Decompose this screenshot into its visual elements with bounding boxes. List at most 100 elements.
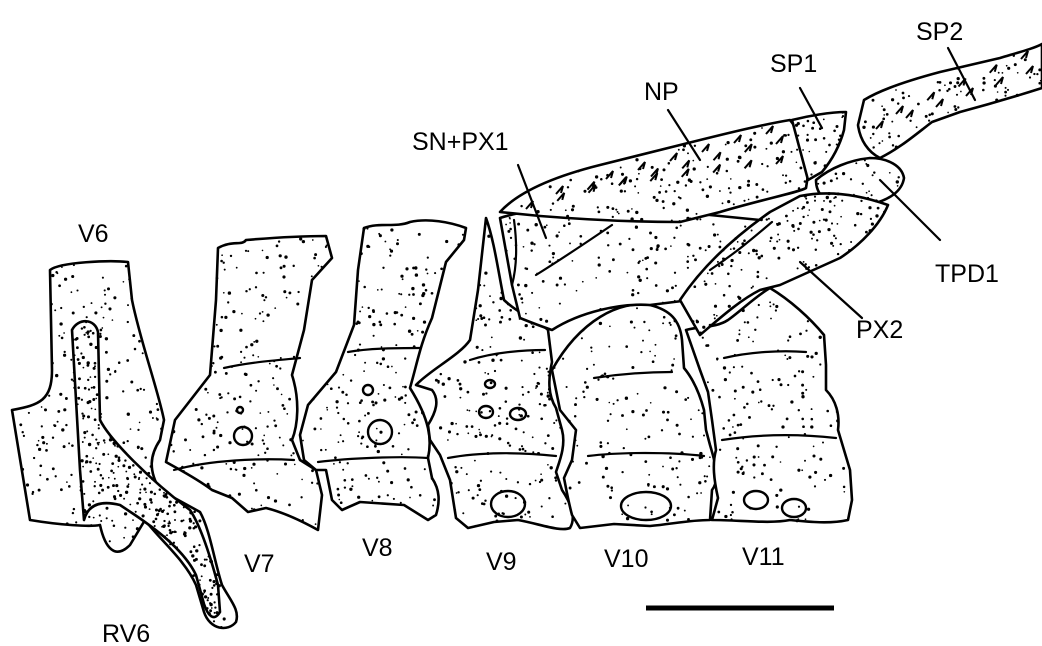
stipple-dot <box>630 320 633 323</box>
tpd1-leader <box>880 180 940 240</box>
stipple-dot <box>414 266 417 269</box>
stipple-dot <box>823 200 825 202</box>
stipple-dot <box>550 209 552 211</box>
stipple-dot <box>886 113 889 116</box>
stipple-dot <box>618 213 620 215</box>
stipple-dot <box>195 549 198 552</box>
stipple-dot <box>540 417 543 420</box>
stipple-dot <box>872 99 875 102</box>
stipple-dot <box>128 483 130 485</box>
stipple-dot <box>424 468 426 470</box>
stipple-dot <box>100 474 103 477</box>
stipple-dot <box>193 510 196 513</box>
stipple-dot <box>527 511 530 514</box>
stipple-dot <box>855 162 857 164</box>
stipple-dot <box>344 486 346 488</box>
stipple-dot <box>206 607 208 609</box>
stipple-dot <box>147 472 150 475</box>
stipple-dot <box>57 410 60 413</box>
stipple-dot <box>70 359 72 361</box>
stipple-dot <box>445 240 448 243</box>
stipple-dot <box>413 345 416 348</box>
stipple-dot <box>552 202 554 204</box>
stipple-dot <box>450 482 453 485</box>
stipple-dot <box>400 293 402 295</box>
stipple-dot <box>693 320 695 322</box>
stipple-dot <box>359 344 361 346</box>
stipple-dot <box>213 620 215 622</box>
stipple-dot <box>717 261 719 263</box>
stipple-dot <box>718 265 720 267</box>
stipple-dot <box>359 401 362 404</box>
stipple-dot <box>128 466 131 469</box>
stipple-dot <box>405 267 408 270</box>
stipple-dot <box>683 144 686 147</box>
stipple-dot <box>545 320 548 323</box>
stipple-dot <box>519 336 522 339</box>
stipple-dot <box>719 246 722 249</box>
stipple-dot <box>290 454 292 456</box>
stipple-dot <box>221 316 224 319</box>
stipple-dot <box>245 373 248 376</box>
stipple-dot <box>169 501 172 504</box>
stipple-dot <box>457 243 460 246</box>
stipple-dot <box>532 451 534 453</box>
stipple-dot <box>333 463 335 465</box>
stipple-dot <box>432 505 434 507</box>
stipple-dot <box>39 474 41 476</box>
stipple-dot <box>807 215 809 217</box>
stipple-dot <box>97 468 100 471</box>
stipple-dot <box>815 352 818 355</box>
stipple-dot <box>405 306 407 308</box>
stipple-dot <box>379 323 382 326</box>
stipple-dot <box>378 321 381 324</box>
stipple-dot <box>539 318 542 321</box>
stipple-dot <box>872 146 874 148</box>
stipple-dot <box>263 435 265 437</box>
stipple-dot <box>666 419 669 422</box>
stipple-dot <box>450 422 453 425</box>
stipple-dot <box>184 438 187 441</box>
stipple-dot <box>245 346 248 349</box>
stipple-dot <box>95 398 97 400</box>
stipple-dot <box>243 467 246 470</box>
stipple-dot <box>674 319 677 322</box>
stipple-dot <box>73 380 75 382</box>
stipple-dot <box>508 318 511 321</box>
stipple-dot <box>625 345 628 348</box>
stipple-dot <box>63 445 66 448</box>
stipple-dot <box>671 286 674 289</box>
stipple-dot <box>665 190 668 193</box>
stipple-dot <box>730 514 732 516</box>
stipple-dot <box>402 386 404 388</box>
stipple-dot <box>265 296 267 298</box>
stipple-dot <box>706 475 708 477</box>
stipple-dot <box>750 372 753 375</box>
stipple-dot <box>600 178 603 181</box>
stipple-dot <box>730 265 732 267</box>
stipple-dot <box>208 612 211 615</box>
stipple-dot <box>404 394 406 396</box>
stipple-dot <box>400 275 403 278</box>
stipple-dot <box>599 308 601 310</box>
stipple-dot <box>260 505 262 507</box>
stipple-dot <box>474 435 477 438</box>
stipple-dot <box>917 103 920 106</box>
stipple-dot <box>662 168 665 171</box>
sp2-outline <box>858 44 1042 158</box>
stipple-dot <box>758 402 760 404</box>
stipple-dot <box>378 233 380 235</box>
stipple-dot <box>407 478 410 481</box>
stipple-dot <box>853 194 855 196</box>
stipple-dot <box>559 427 561 429</box>
stipple-dot <box>574 415 577 418</box>
stipple-dot <box>105 337 108 340</box>
stipple-dot <box>548 398 551 401</box>
stipple-dot <box>220 626 223 629</box>
stipple-dot <box>600 230 603 233</box>
stipple-dot <box>736 447 739 450</box>
stipple-dot <box>215 583 217 585</box>
stipple-dot <box>334 456 337 459</box>
stipple-dot <box>44 408 47 411</box>
stipple-dot <box>637 393 639 395</box>
